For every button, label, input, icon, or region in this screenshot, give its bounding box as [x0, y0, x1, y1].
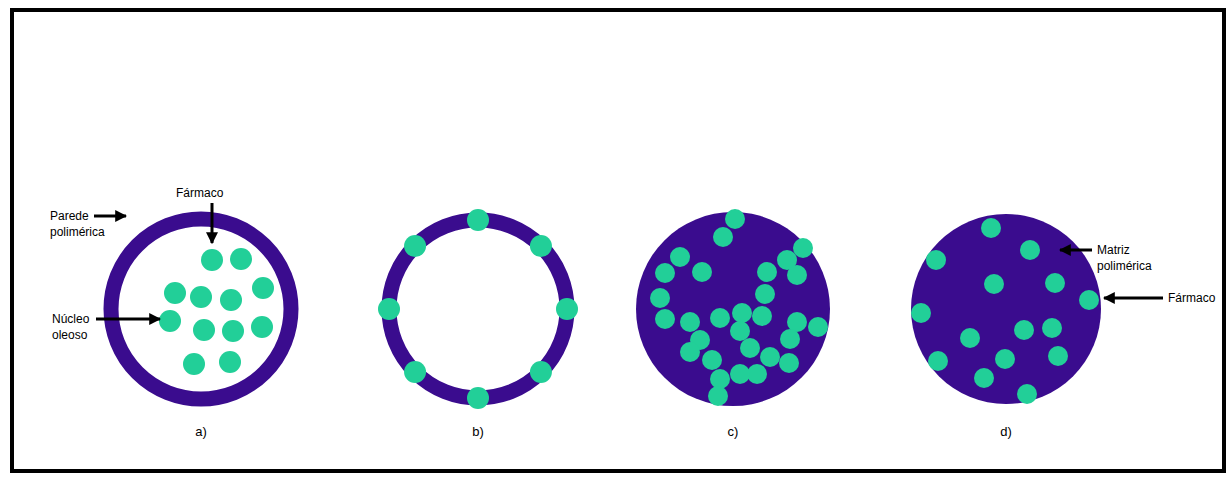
- drug-dot: [159, 310, 181, 332]
- drug-dot: [974, 368, 994, 388]
- drug-dot: [981, 218, 1001, 238]
- drug-dot: [467, 387, 489, 409]
- drug-dot: [730, 364, 750, 384]
- drug-dot: [730, 321, 750, 341]
- drug-dot: [680, 312, 700, 332]
- drug-dots: [159, 248, 274, 375]
- drug-dot: [650, 288, 670, 308]
- drug-dot: [1079, 290, 1099, 310]
- drug-dot: [680, 342, 700, 362]
- drug-dot: [467, 209, 489, 231]
- drug-dot: [702, 350, 722, 370]
- drug-dot: [193, 319, 215, 341]
- drug-dot: [928, 351, 948, 371]
- drug-dot: [670, 247, 690, 267]
- drug-dot: [556, 298, 578, 320]
- drug-dot: [725, 209, 745, 229]
- panel-letter: c): [713, 424, 753, 440]
- drug-dot: [404, 361, 426, 383]
- drug-dot: [1017, 384, 1037, 404]
- drug-dot: [530, 361, 552, 383]
- drug-dot: [710, 369, 730, 389]
- drug-dots: [378, 209, 578, 409]
- drug-dot: [1045, 273, 1065, 293]
- drug-dot: [984, 274, 1004, 294]
- panel-letter: b): [458, 424, 498, 440]
- drug-dot: [655, 309, 675, 329]
- drug-dot: [752, 306, 772, 326]
- drug-dot: [530, 235, 552, 257]
- drug-dot: [713, 227, 733, 247]
- drug-dot: [787, 265, 807, 285]
- drug-dot: [808, 317, 828, 337]
- drug-dot: [780, 329, 800, 349]
- drug-dot: [710, 308, 730, 328]
- drug-label: Fármaco: [176, 185, 223, 201]
- polymer-wall: [389, 220, 567, 398]
- drug-dot: [219, 351, 241, 373]
- drug-dot: [732, 303, 752, 323]
- drug-dot: [201, 249, 223, 271]
- drug-dot: [926, 250, 946, 270]
- drug-dot: [760, 347, 780, 367]
- drug-dot: [740, 338, 760, 358]
- drug-dot: [708, 386, 728, 406]
- drug-dot: [655, 263, 675, 283]
- drug-dot: [757, 262, 777, 282]
- drug-dot: [692, 262, 712, 282]
- drug-dot: [183, 353, 205, 375]
- drug-dot: [995, 349, 1015, 369]
- polymer-matrix: [636, 212, 830, 406]
- drug-dot: [222, 320, 244, 342]
- drug-dot: [1048, 346, 1068, 366]
- panel-letter: d): [986, 424, 1026, 440]
- polymer-matrix: [911, 214, 1101, 404]
- leader-arrows: [94, 203, 1163, 319]
- drug-dot: [1042, 318, 1062, 338]
- drug-dot: [1014, 320, 1034, 340]
- drug-dot: [755, 284, 775, 304]
- drug-dot: [793, 238, 813, 258]
- polymer-wall: [111, 219, 291, 399]
- drug-label: Fármaco: [1168, 290, 1215, 306]
- drug-dot: [378, 298, 400, 320]
- core-label: Núcleo oleoso: [52, 311, 112, 343]
- drug-dot: [252, 277, 274, 299]
- drug-dot: [779, 353, 799, 373]
- drug-dots: [650, 209, 828, 406]
- drug-dot: [164, 282, 186, 304]
- drug-dot: [404, 235, 426, 257]
- drug-dot: [190, 286, 212, 308]
- drug-dot: [1020, 240, 1040, 260]
- matrix-label: Matriz polimérica: [1097, 242, 1159, 274]
- panel-letter: a): [181, 424, 221, 440]
- frame: [12, 10, 1224, 471]
- drug-dot: [960, 328, 980, 348]
- drug-dots: [911, 218, 1099, 404]
- drug-dot: [911, 303, 931, 323]
- wall-label: Parede polimérica: [50, 208, 116, 240]
- drug-dot: [230, 248, 252, 270]
- drug-dot: [251, 316, 273, 338]
- drug-dot: [220, 289, 242, 311]
